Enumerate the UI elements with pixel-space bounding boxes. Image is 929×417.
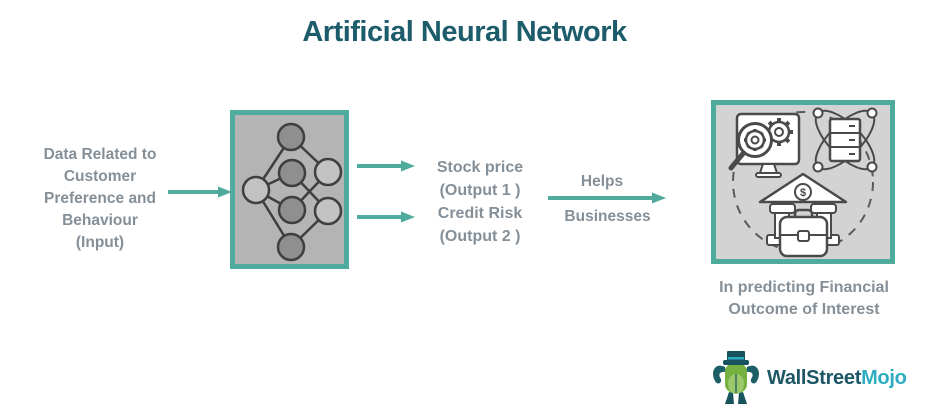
financial-outcome-illustration: $ [711,100,895,264]
page-title: Artificial Neural Network [302,16,627,48]
outcome-caption: In predicting Financial Outcome of Inter… [719,279,889,318]
logo-text-mojo: Mojo [861,366,907,389]
bank-briefcase-icon [758,172,848,258]
arrow-helps-icon [548,192,666,204]
logo-text-wallstreet: WallStreet [767,366,862,389]
bank-dollar-sign: $ [800,187,806,199]
businesses-label: Businesses [564,208,651,225]
wallstreetmojo-logo: WallStreetMojo [710,350,907,406]
neural-network-diagram-icon [230,110,349,269]
bull-mascot-icon [713,351,759,404]
helps-label: Helps [580,173,624,190]
arrow-output1-icon [357,160,415,172]
logo-wordmark: WallStreetMojo [767,367,907,390]
outputs-label: Stock price (Output 1 ) Credit Risk (Out… [436,159,524,245]
server-network-icon [812,107,878,173]
analysis-monitor-icon [728,112,801,178]
arrow-output2-icon [357,211,415,223]
input-label: Data Related to Customer Preference and … [43,146,157,251]
arrow-input-to-network-icon [168,186,232,198]
